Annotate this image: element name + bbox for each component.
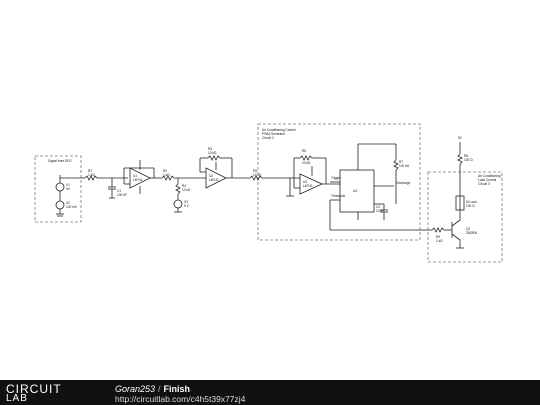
load-box-label: Air Conditioning [478,174,501,178]
logo-text-top: CIRCUIT [6,382,62,396]
pwm-box-sub2: Circuit 2 [262,136,274,140]
timer-u4 [339,169,375,213]
r8-value: 100 Ω [464,158,473,162]
resistor-r8 [457,153,463,165]
r1-value: 1 kΩ [88,173,95,177]
separator: / [158,384,161,394]
u3-value: LM741 [303,184,313,188]
u2-value: LM741 [209,178,219,182]
opamp-u2 [205,167,227,189]
r6-label: R6 [302,149,306,153]
v2-label: V2 [66,201,70,205]
load-box-sub2: Circuit 3 [478,182,490,186]
load-control-box [427,171,503,263]
r1-label: R1 [88,169,92,173]
r5-value: 10 kΩ [253,173,262,177]
signal-source-box [34,155,82,223]
r4-value: 10 kΩ [182,188,191,192]
circuitlab-logo[interactable]: CIRCUIT LAB [6,382,96,404]
u1-label: U1 [133,174,137,178]
resistor-r9 [431,227,445,233]
author-title-line: Goran253/Finish [115,384,190,394]
circuit-url[interactable]: http://circuitlab.com/c4h5t39x77zj4 [115,394,246,404]
author-name[interactable]: Goran253 [115,384,156,394]
r9-label: R9 [436,235,440,239]
r3-value: 10 kΩ [208,151,217,155]
load-value: 100 Ω [466,204,475,208]
discharge-label: Discharge [396,181,411,185]
v1-value: 0V [66,187,71,191]
signal-box-label: Signal from EEG [48,159,72,163]
voltage-source-v2 [55,200,65,210]
c2-value: 10 nF [376,209,384,213]
pwm-box-label: Air Conditioning Control [262,128,296,132]
v2-value: 100 mV [66,205,78,209]
v1-label: V1 [66,183,70,187]
voltage-source-v3 [173,199,183,209]
resistor-r6 [299,155,313,161]
load-box-sub1: Load Control [478,178,497,182]
u2-label: U2 [209,174,213,178]
voltage-source-v1 [55,182,65,192]
u1-value: LM741 [133,178,143,182]
footer-bar: CIRCUIT LAB Goran253/Finish http://circu… [0,380,540,405]
r4-label: R4 [182,184,186,188]
resistor-r2 [161,175,175,181]
resistor-r5 [249,175,263,181]
u4-label: U4 [353,189,357,193]
r5-label: R5 [253,169,257,173]
c1-value: 100 nF [117,193,127,197]
schematic-svg: Signal from EEG Air Conditioning Control… [34,123,503,263]
resistor-r1 [84,175,98,181]
opamp-u3 [299,173,323,195]
c2-label: C2 [376,205,380,209]
opamp-u1 [129,167,151,189]
r8-label: R8 [464,154,468,158]
load-label: M Load [466,200,477,204]
trigger-label: Trigger [331,176,342,180]
r2-value: 1 kΩ [163,173,170,177]
resistor-r7 [393,159,399,171]
pwm-generator-box [257,123,421,241]
logo-text-bottom: LAB [6,393,28,404]
r7-value: 100 kΩ [399,164,410,168]
q1-value: 2N3904 [466,231,477,235]
v3-value: 5 V [184,204,190,208]
pwm-box-sub1: PWM Generator [262,132,286,136]
r9-value: 1 kΩ [436,239,443,243]
r3-label: R3 [208,147,212,151]
circuit-title[interactable]: Finish [163,384,191,394]
r7-label: R7 [399,160,403,164]
v3-label: V3 [184,200,188,204]
vplus-label: 5V [458,136,463,140]
resistor-r3 [207,155,221,161]
u3-label: U3 [303,180,307,184]
schematic-canvas: Signal from EEG Air Conditioning Control… [34,123,503,263]
q1-label: Q1 [466,227,470,231]
c1-label: C1 [117,189,121,193]
threshold-label: Threshold [331,194,345,198]
resistor-r4 [175,183,181,195]
r6-value: 10 kΩ [302,161,311,165]
r2-label: R2 [163,169,167,173]
